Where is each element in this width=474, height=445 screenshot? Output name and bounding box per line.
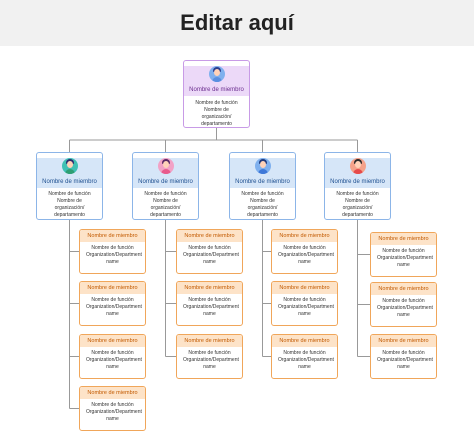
department-name: Nombre de organización/ departamento	[54, 198, 85, 218]
member-name: Nombre de miembro	[80, 230, 145, 242]
manager-card[interactable]: Nombre de miembro Nombre de función Nomb…	[132, 152, 199, 220]
manager-card[interactable]: Nombre de miembro Nombre de función Nomb…	[229, 152, 296, 220]
member-name: Nombre de miembro	[177, 230, 242, 242]
member-name: Nombre de miembro	[177, 335, 242, 347]
member-name: Nombre de miembro	[371, 335, 436, 347]
department-name: Organization/Department name	[86, 252, 142, 265]
manager-card[interactable]: Nombre de miembro Nombre de función Nomb…	[36, 152, 103, 220]
role-name: Nombre de función	[382, 350, 425, 356]
department-name: Nombre de organización/ departamento	[247, 198, 278, 218]
person-avatar-icon	[208, 66, 225, 82]
department-name: Nombre de organización/ departamento	[201, 107, 232, 127]
person-avatar-icon	[349, 158, 366, 174]
role-name: Nombre de función	[241, 191, 284, 197]
role-name: Nombre de función	[144, 191, 187, 197]
role-name: Nombre de función	[382, 298, 425, 304]
department-name: Organization/Department name	[86, 409, 142, 422]
member-name: Nombre de miembro	[189, 87, 244, 93]
department-name: Organization/Department name	[278, 304, 334, 317]
member-name: Nombre de miembro	[80, 387, 145, 399]
department-name: Organization/Department name	[377, 255, 433, 268]
person-avatar-icon	[254, 158, 271, 174]
role-name: Nombre de función	[91, 402, 134, 408]
role-name: Nombre de función	[382, 248, 425, 254]
root-member-card[interactable]: Nombre de miembro Nombre de función Nomb…	[183, 60, 250, 128]
page-title: Editar aquí	[0, 0, 474, 46]
member-name: Nombre de miembro	[272, 335, 337, 347]
member-name: Nombre de miembro	[42, 179, 97, 185]
manager-card[interactable]: Nombre de miembro Nombre de función Nomb…	[324, 152, 391, 220]
department-name: Nombre de organización/ departamento	[342, 198, 373, 218]
role-name: Nombre de función	[283, 245, 326, 251]
department-name: Organization/Department name	[183, 304, 239, 317]
member-name: Nombre de miembro	[272, 282, 337, 294]
member-name: Nombre de miembro	[177, 282, 242, 294]
member-name: Nombre de miembro	[272, 230, 337, 242]
department-name: Organization/Department name	[183, 357, 239, 370]
department-name: Organization/Department name	[86, 304, 142, 317]
person-avatar-icon	[61, 158, 78, 174]
person-avatar-icon	[157, 158, 174, 174]
department-name: Organization/Department name	[377, 305, 433, 318]
member-name: Nombre de miembro	[330, 179, 385, 185]
member-name: Nombre de miembro	[371, 283, 436, 295]
role-name: Nombre de función	[188, 245, 231, 251]
role-name: Nombre de función	[283, 297, 326, 303]
role-name: Nombre de función	[195, 100, 238, 106]
department-name: Organization/Department name	[278, 252, 334, 265]
department-name: Nombre de organización/ departamento	[150, 198, 181, 218]
member-name: Nombre de miembro	[371, 233, 436, 245]
role-name: Nombre de función	[283, 350, 326, 356]
department-name: Organization/Department name	[86, 357, 142, 370]
role-name: Nombre de función	[91, 350, 134, 356]
department-name: Organization/Department name	[377, 357, 433, 370]
role-name: Nombre de función	[91, 245, 134, 251]
role-name: Nombre de función	[91, 297, 134, 303]
member-name: Nombre de miembro	[80, 335, 145, 347]
member-name: Nombre de miembro	[138, 179, 193, 185]
role-name: Nombre de función	[336, 191, 379, 197]
role-name: Nombre de función	[188, 297, 231, 303]
role-name: Nombre de función	[188, 350, 231, 356]
department-name: Organization/Department name	[183, 252, 239, 265]
member-name: Nombre de miembro	[235, 179, 290, 185]
role-name: Nombre de función	[48, 191, 91, 197]
department-name: Organization/Department name	[278, 357, 334, 370]
member-name: Nombre de miembro	[80, 282, 145, 294]
